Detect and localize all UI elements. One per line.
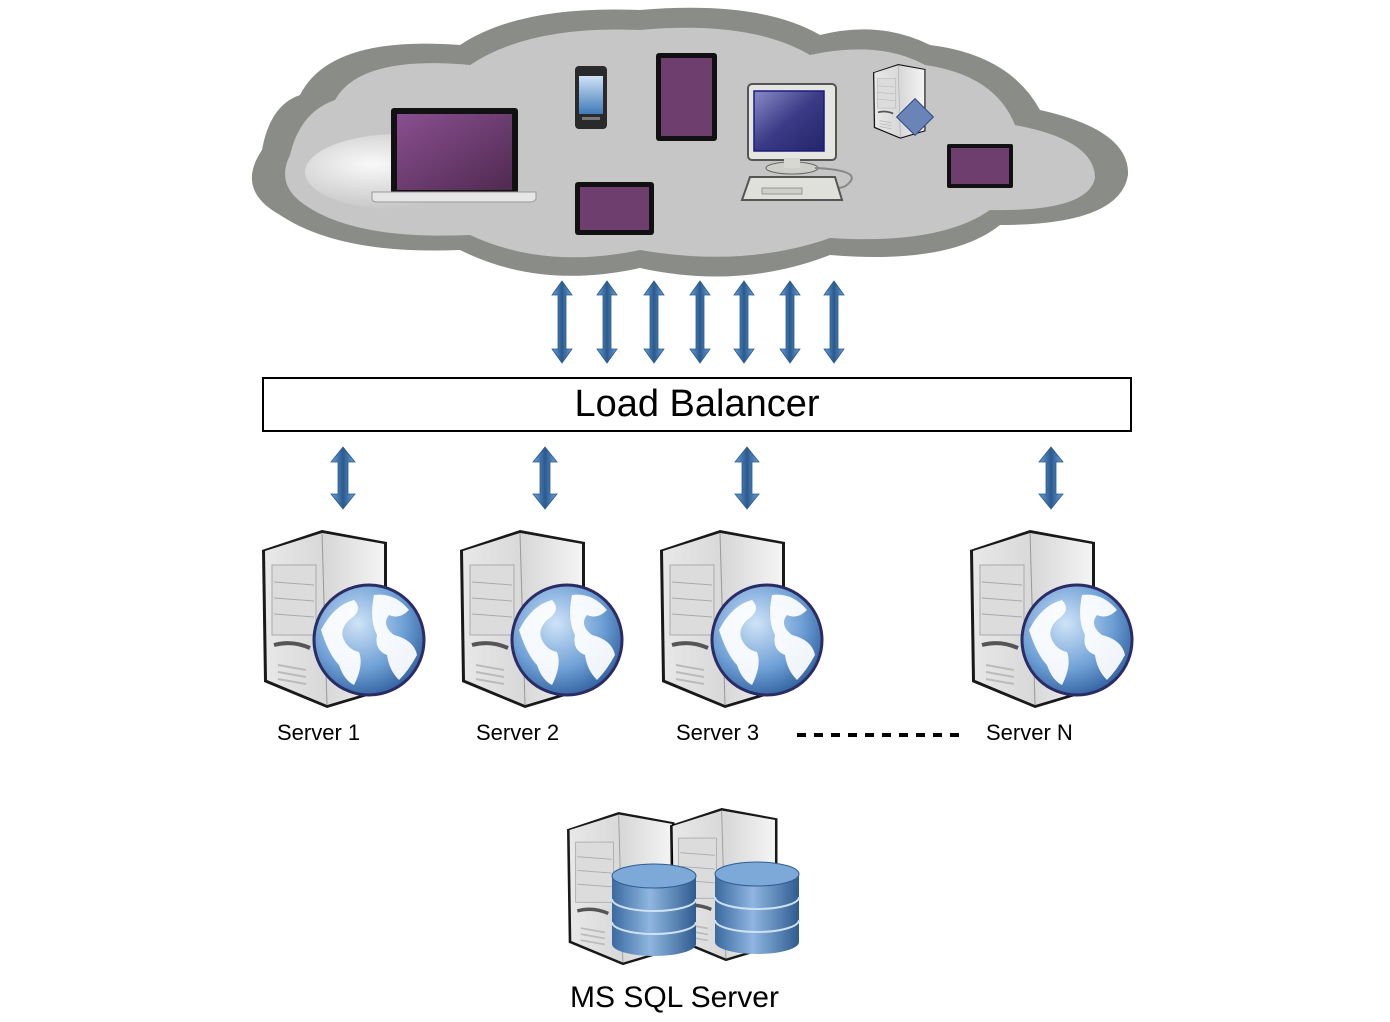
smartphone-icon xyxy=(575,66,607,129)
laptop-icon xyxy=(371,108,537,203)
server-label-3: Server 3 xyxy=(676,720,760,745)
web-server-icon xyxy=(458,528,624,710)
desktop-computer-icon xyxy=(740,83,853,201)
database-icon-2 xyxy=(714,861,800,955)
cloud xyxy=(251,7,1129,277)
bidirectional-arrow-icon xyxy=(532,446,558,510)
bidirectional-arrow-icon xyxy=(330,446,356,510)
bidirectional-arrow-icon xyxy=(596,280,618,364)
server-label-2: Server 2 xyxy=(476,720,560,745)
bidirectional-arrow-icon xyxy=(551,280,573,364)
bidirectional-arrow-icon xyxy=(643,280,665,364)
tablet-landscape-icon xyxy=(575,182,654,235)
tablet-portrait-icon xyxy=(656,53,717,141)
gear-badge-icon xyxy=(895,97,935,137)
bidirectional-arrow-icon xyxy=(823,280,845,364)
globe-icon xyxy=(510,583,624,697)
web-server-icon xyxy=(968,528,1134,710)
web-server-icon xyxy=(260,528,426,710)
bidirectional-arrow-icon xyxy=(779,280,801,364)
bidirectional-arrow-icon xyxy=(689,280,711,364)
globe-icon xyxy=(312,583,426,697)
bidirectional-arrow-icon xyxy=(734,446,760,510)
database-icon-1 xyxy=(611,863,697,957)
client-connection-arrows xyxy=(551,280,845,364)
load-balancer-label: Load Balancer xyxy=(574,383,820,425)
database-servers xyxy=(565,806,800,967)
small-tablet-icon xyxy=(947,144,1013,188)
server-label-1: Server 1 xyxy=(277,720,361,745)
server-label-n: Server N xyxy=(986,720,1073,745)
globe-icon xyxy=(710,583,824,697)
load-balancer-box: Load Balancer xyxy=(262,377,1132,432)
database-label: MS SQL Server xyxy=(570,981,779,1014)
web-server-icon xyxy=(658,528,824,710)
server-connection-arrows xyxy=(330,446,1064,510)
web-server-group xyxy=(260,528,1134,710)
bidirectional-arrow-icon xyxy=(733,280,755,364)
bidirectional-arrow-icon xyxy=(1038,446,1064,510)
ellipsis-dashes xyxy=(797,733,962,737)
globe-icon xyxy=(1020,583,1134,697)
